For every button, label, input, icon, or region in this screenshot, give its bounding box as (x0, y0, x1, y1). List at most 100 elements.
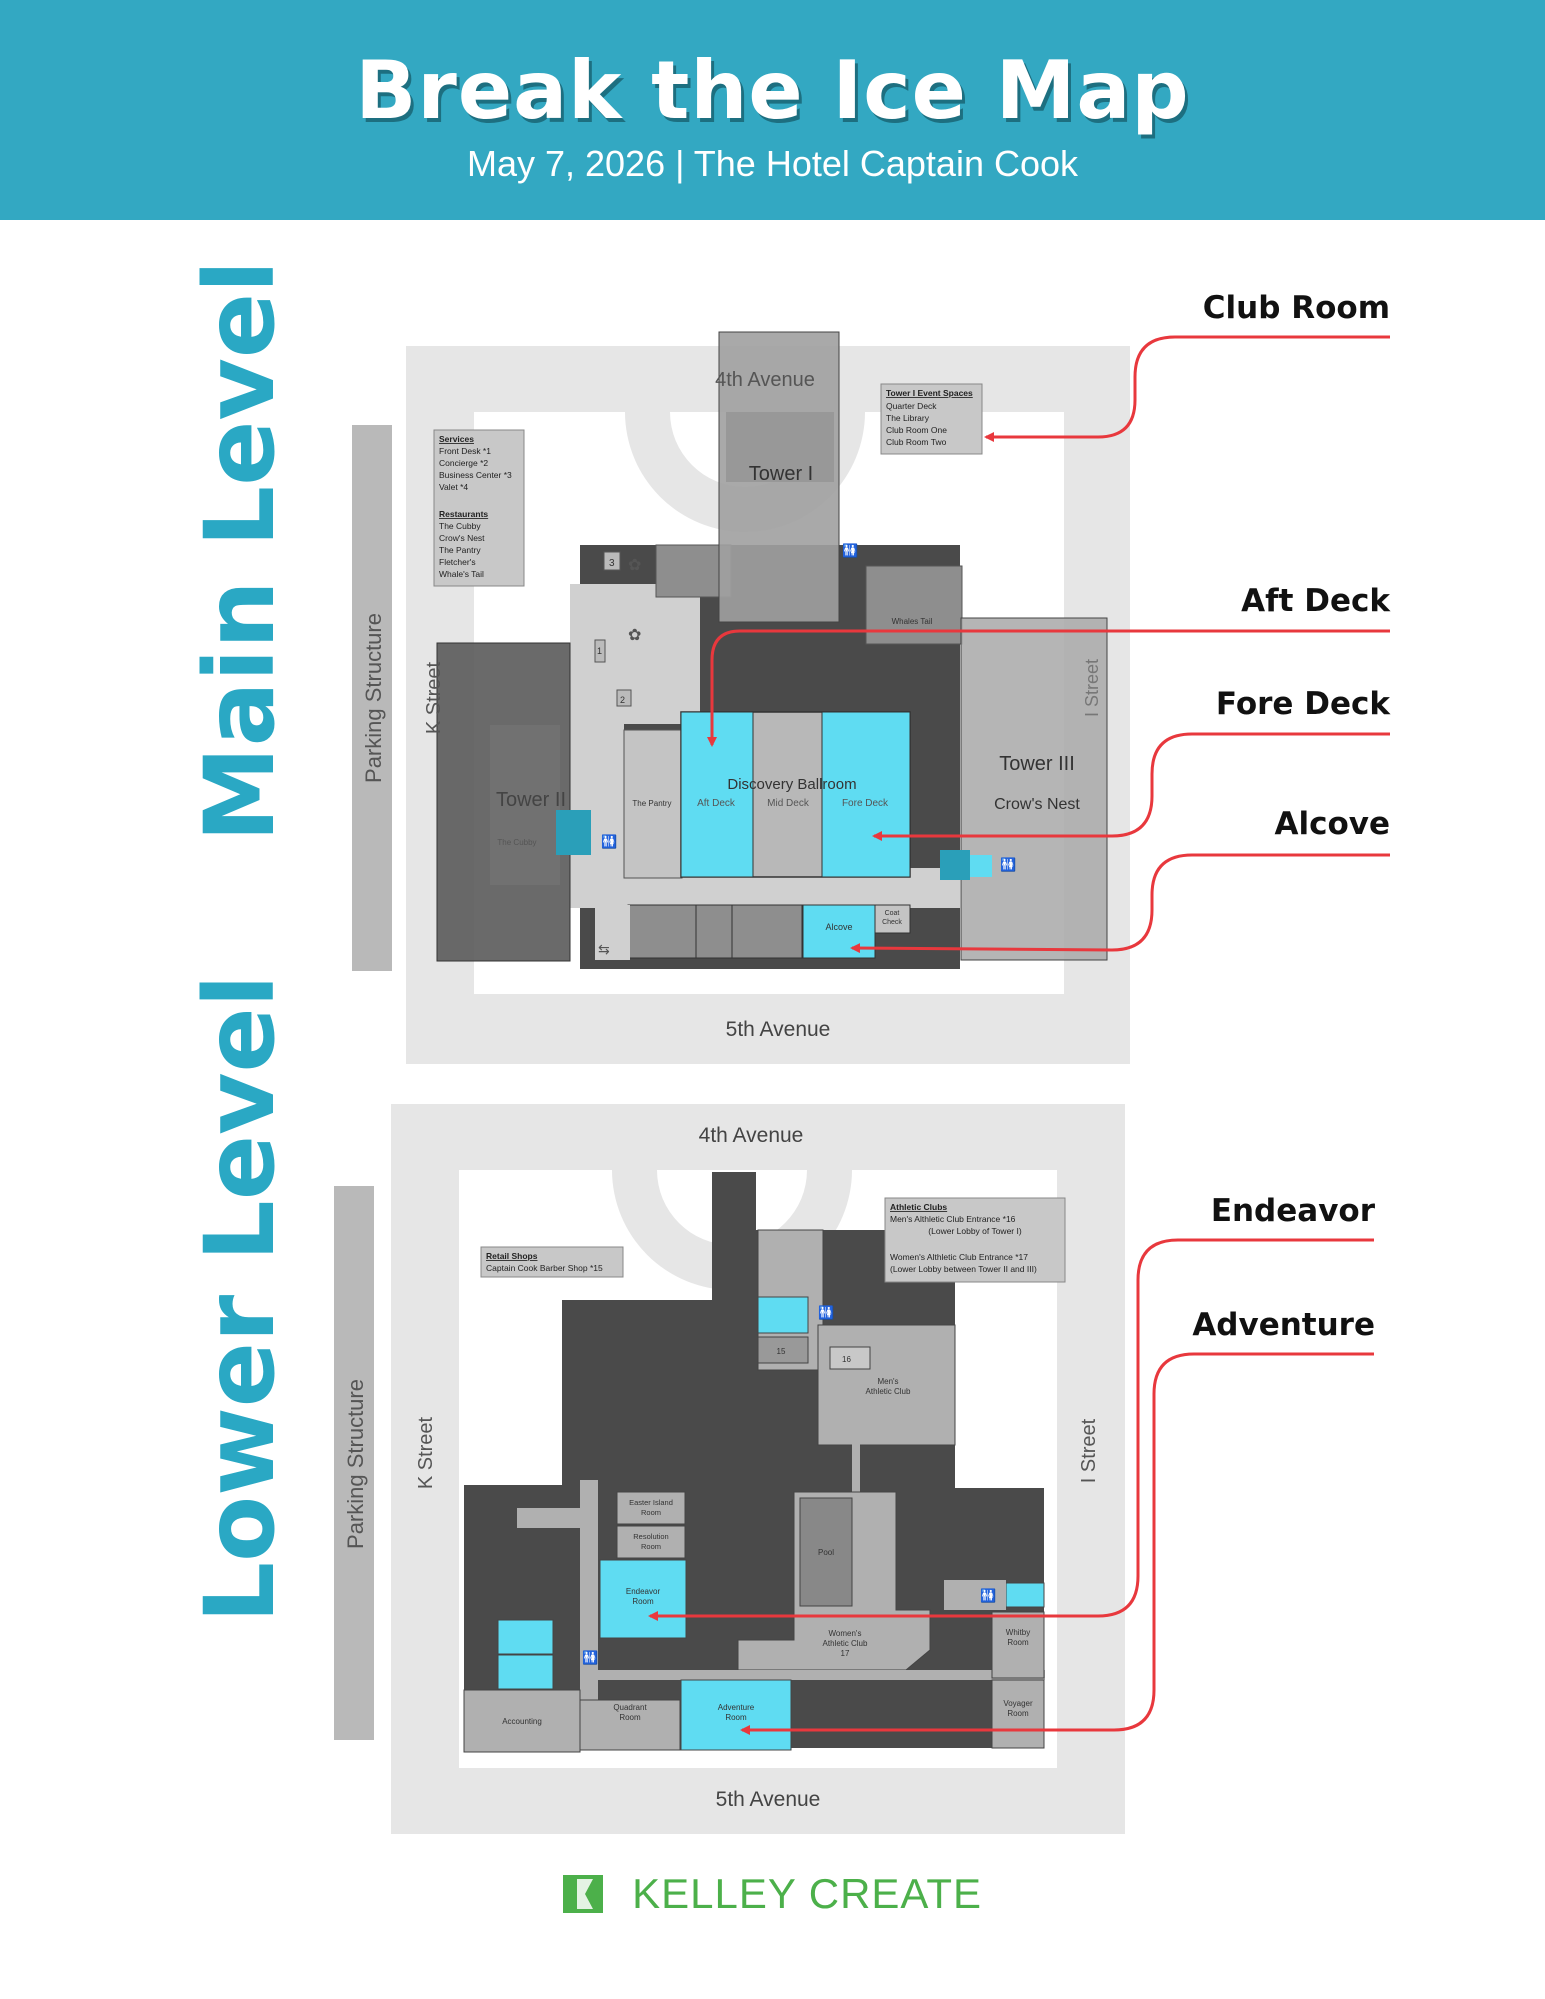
svg-text:Whales Tail: Whales Tail (892, 617, 933, 626)
quadrant-room (579, 1699, 681, 1751)
aft-deck-arrow (707, 629, 1390, 747)
the-pantry-room (623, 729, 683, 879)
svg-text:Pool: Pool (818, 1548, 834, 1557)
svg-text:Quarter Deck: Quarter Deck (886, 401, 937, 411)
adventure-arrow (740, 1352, 1374, 1735)
svg-text:Room: Room (725, 1713, 747, 1722)
svg-text:Room: Room (1007, 1709, 1029, 1718)
door-icon: ⇆ (598, 942, 610, 958)
i-street-label: I Street (1082, 659, 1102, 717)
page-subtitle: May 7, 2026 | The Hotel Captain Cook (466, 143, 1079, 184)
svg-text:The Cubby: The Cubby (497, 838, 536, 847)
svg-text:Easter Island: Easter Island (629, 1498, 673, 1507)
svg-text:Concierge *2: Concierge *2 (439, 458, 488, 468)
svg-text:Voyager: Voyager (1003, 1699, 1033, 1708)
aft-deck-room[interactable] (680, 711, 754, 878)
svg-text:Women's Althletic Club Entranc: Women's Althletic Club Entrance *17 (890, 1252, 1028, 1262)
svg-text:1: 1 (597, 646, 602, 656)
svg-text:Crow's Nest: Crow's Nest (439, 533, 485, 543)
ballroom-label: Discovery Ballroom (727, 776, 856, 793)
svg-text:Retail Shops: Retail Shops (486, 1251, 538, 1261)
svg-text:Quadrant: Quadrant (613, 1703, 647, 1712)
tower1-event-spaces-legend (880, 383, 983, 455)
callout-fore-deck: Fore Deck (1215, 686, 1390, 722)
svg-text:Fore Deck: Fore Deck (842, 798, 889, 809)
plant-icon: ✿ (628, 625, 641, 644)
svg-text:Valet *4: Valet *4 (439, 482, 468, 492)
svg-text:The Cubby: The Cubby (439, 521, 481, 531)
tower-3 (960, 617, 1108, 961)
svg-text:Mid Deck: Mid Deck (767, 798, 810, 809)
main-level-map: Parking Structure Whales Tail 3 1 2 ✿ ✿ … (352, 331, 1130, 1064)
svg-text:The Pantry: The Pantry (632, 799, 671, 808)
parking-structure-bar (352, 425, 392, 971)
svg-text:Room: Room (1007, 1638, 1029, 1647)
easter-island-room (616, 1491, 686, 1525)
4th-avenue-label: 4th Avenue (699, 1124, 804, 1147)
svg-text:Room: Room (632, 1597, 654, 1606)
svg-text:Alcove: Alcove (825, 922, 852, 932)
stairs (556, 810, 591, 855)
svg-text:Business Center *3: Business Center *3 (439, 470, 512, 480)
endeavor-arrow (648, 1238, 1374, 1621)
svg-text:Accounting: Accounting (502, 1717, 542, 1726)
svg-text:Whale's Tail: Whale's Tail (439, 569, 484, 579)
svg-text:Fletcher's: Fletcher's (439, 557, 476, 567)
mens-athletic-club (817, 1324, 956, 1446)
page-title: Break the Ice Map (355, 44, 1190, 137)
svg-text:Room: Room (619, 1713, 641, 1722)
callout-endeavor: Endeavor (1210, 1193, 1375, 1229)
services-legend (433, 429, 525, 587)
svg-text:Club Room Two: Club Room Two (886, 437, 947, 447)
club-room-arrow (984, 335, 1390, 442)
svg-text:Athletic Clubs: Athletic Clubs (890, 1202, 947, 1212)
svg-text:Check: Check (882, 919, 902, 926)
parking-structure-label: Parking Structure (343, 1379, 368, 1549)
restroom-icon: 🚻 (582, 1650, 598, 1666)
main-level-callout-lines (707, 335, 1390, 954)
k-street-label: K Street (415, 1416, 437, 1489)
svg-text:Men's: Men's (877, 1377, 898, 1386)
svg-text:3: 3 (609, 558, 615, 569)
parking-structure-bar (334, 1186, 374, 1740)
svg-text:Coat: Coat (885, 910, 900, 917)
crows-nest-label: Crow's Nest (994, 796, 1080, 813)
svg-text:Adventure: Adventure (718, 1703, 755, 1712)
callout-adventure: Adventure (1192, 1307, 1375, 1343)
voyager-room (991, 1679, 1045, 1749)
adventure-room[interactable] (680, 1679, 792, 1751)
svg-text:2: 2 (620, 695, 625, 705)
svg-text:Athletic Club: Athletic Club (866, 1387, 911, 1396)
svg-text:Men's Althletic Club Entrance: Men's Althletic Club Entrance *16 (890, 1214, 1016, 1224)
svg-text:Captain Cook Barber Shop *15: Captain Cook Barber Shop *15 (486, 1263, 603, 1273)
4th-avenue-label: 4th Avenue (715, 369, 815, 391)
callout-aft-deck: Aft Deck (1241, 583, 1390, 619)
svg-text:(Lower Lobby of Tower I): (Lower Lobby of Tower I) (928, 1226, 1022, 1236)
svg-text:Women's: Women's (829, 1629, 862, 1638)
svg-text:Restaurants: Restaurants (439, 509, 488, 519)
lower-level-map: Parking Structure 4th Avenue 5th Avenue … (334, 1104, 1125, 1834)
restroom-icon: 🚻 (818, 1305, 834, 1321)
fore-deck-arrow (872, 732, 1390, 841)
svg-text:Athletic Club: Athletic Club (823, 1639, 868, 1648)
svg-text:16: 16 (842, 1355, 851, 1364)
callout-alcove: Alcove (1274, 806, 1390, 842)
endeavor-room[interactable] (599, 1559, 687, 1639)
restroom-icon: 🚻 (980, 1588, 996, 1604)
svg-text:17: 17 (841, 1649, 850, 1658)
callout-club-room: Club Room (1202, 290, 1390, 326)
fore-deck-room[interactable] (821, 711, 911, 878)
svg-text:Room: Room (641, 1542, 661, 1551)
pool (799, 1497, 853, 1607)
alcove-arrow (850, 853, 1390, 954)
tower-3-label: Tower III (999, 753, 1075, 775)
restroom-icon: 🚻 (842, 543, 858, 559)
accounting-room (463, 1689, 581, 1753)
retail-shops-legend (480, 1246, 624, 1278)
whitby-room (991, 1611, 1045, 1679)
svg-text:Whitby: Whitby (1006, 1628, 1030, 1637)
svg-text:Services: Services (439, 434, 474, 444)
footer-brand: KELLEY CREATE (632, 1870, 983, 1917)
parking-structure-label: Parking Structure (361, 613, 386, 783)
